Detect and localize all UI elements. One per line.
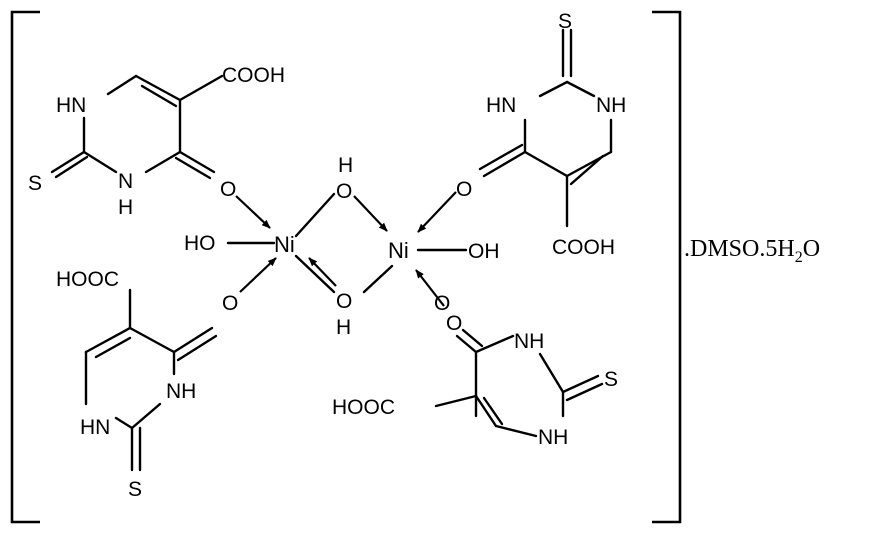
atom-label-h: H: [338, 154, 353, 177]
atom-label-cooh: COOH: [552, 236, 615, 259]
atom-label-n: N: [118, 170, 133, 193]
atom-label-cooh: COOH: [222, 64, 285, 87]
atom-label-ni: Ni: [388, 238, 409, 263]
atom-label-o: O: [434, 292, 450, 315]
atom-label-o: O: [336, 290, 352, 313]
atom-label-hn: HN: [56, 94, 86, 117]
atom-label-hn: HN: [486, 94, 516, 117]
atom-label-s: S: [604, 368, 618, 391]
atom-label-s: S: [28, 172, 42, 195]
atom-label-nh: NH: [514, 330, 544, 353]
atom-label-o: O: [222, 292, 238, 315]
atom-label-hn: HN: [80, 416, 110, 439]
atom-label-hooc: HOOC: [332, 396, 395, 419]
atom-label-s: S: [128, 478, 142, 501]
atom-label-nh: NH: [166, 380, 196, 403]
ligand-top-right: [478, 28, 613, 228]
ligand-top-left: [50, 74, 224, 180]
atom-label-ho: HO: [184, 232, 216, 255]
ligand-bottom-left: [84, 288, 218, 472]
right-bracket: [652, 10, 682, 524]
atom-label-oh: OH: [468, 240, 500, 263]
atom-label-ni: Ni: [274, 232, 295, 257]
atom-label-h: H: [336, 316, 351, 339]
left-bracket: [10, 10, 40, 524]
atom-label-o: O: [456, 178, 472, 201]
atom-label-nh: NH: [596, 94, 626, 117]
nickel-core: [226, 191, 468, 307]
atom-label-s: S: [558, 10, 572, 33]
atom-label-hooc: HOOC: [56, 268, 119, 291]
atom-label-o: O: [446, 312, 462, 335]
atom-label-o: O: [336, 180, 352, 203]
atom-label-h: H: [118, 196, 133, 219]
ligand-bottom-right: [434, 328, 604, 438]
atom-label-o: O: [220, 178, 236, 201]
solvate-formula: .DMSO.5H2O: [684, 236, 820, 266]
atom-label-nh: NH: [538, 426, 568, 449]
